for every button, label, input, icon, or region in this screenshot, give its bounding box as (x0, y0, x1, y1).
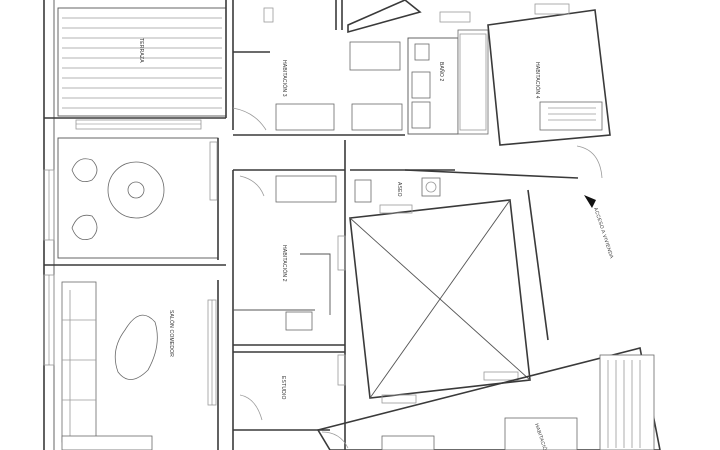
bathtub-icon (457, 29, 489, 135)
wardrobe-habitacion-3-b (351, 103, 403, 131)
armchair-icon (71, 158, 98, 183)
aseo-label: ASEO (396, 182, 402, 197)
light-well (349, 199, 531, 404)
wardrobe-bottom (599, 354, 655, 450)
sofa-chaise-icon (61, 435, 153, 450)
terraza-area: TERRAZA (44, 0, 227, 130)
aseo: ASEO (350, 169, 455, 203)
estudio: ESTUDIO (233, 351, 346, 431)
washbasin-icon-2 (411, 101, 431, 129)
salon-comedor: SALÓN COMEDOR (61, 280, 219, 450)
armchair-icon-2 (71, 214, 98, 241)
salon-comedor-label: SALÓN COMEDOR (168, 310, 175, 357)
dining-area (44, 137, 226, 266)
sofa-icon (61, 281, 97, 443)
wardrobe-habitacion-3 (275, 103, 335, 131)
habitacion-4-label: HABITACIÓN 4 (534, 62, 541, 99)
bed-icon (539, 101, 603, 131)
arrow-triangle-icon (584, 195, 596, 208)
terraza-label: TERRAZA (138, 38, 144, 63)
desk-icon (285, 311, 313, 331)
bottom-rooms: HABITACIÓN (316, 347, 661, 450)
habitacion-2-label: HABITACIÓN 2 (281, 245, 288, 282)
washbasin-icon (411, 71, 431, 99)
habitacion-3-label: HABITACIÓN 3 (281, 60, 288, 97)
acceso-label: ACCESO A VIVIENDA (592, 207, 614, 260)
left-exterior-wall (43, 0, 55, 450)
habitacion-2: HABITACIÓN 2 (232, 140, 346, 450)
washbasin-icon-aseo (421, 177, 441, 197)
wardrobe-habitacion-2 (275, 175, 337, 203)
bano-2: BAÑO 2 (347, 0, 489, 135)
rug-icon (114, 314, 158, 380)
bed-icon-bottom (504, 417, 578, 450)
toilet-icon (414, 43, 430, 61)
habitacion-4: HABITACIÓN 4 (487, 3, 611, 179)
bano-2-label: BAÑO 2 (438, 62, 445, 82)
habitacion-3: HABITACIÓN 3 (232, 0, 405, 136)
toilet-icon-aseo (354, 179, 372, 203)
estudio-label: ESTUDIO (280, 376, 286, 400)
terraza-deck-slats (62, 17, 222, 109)
